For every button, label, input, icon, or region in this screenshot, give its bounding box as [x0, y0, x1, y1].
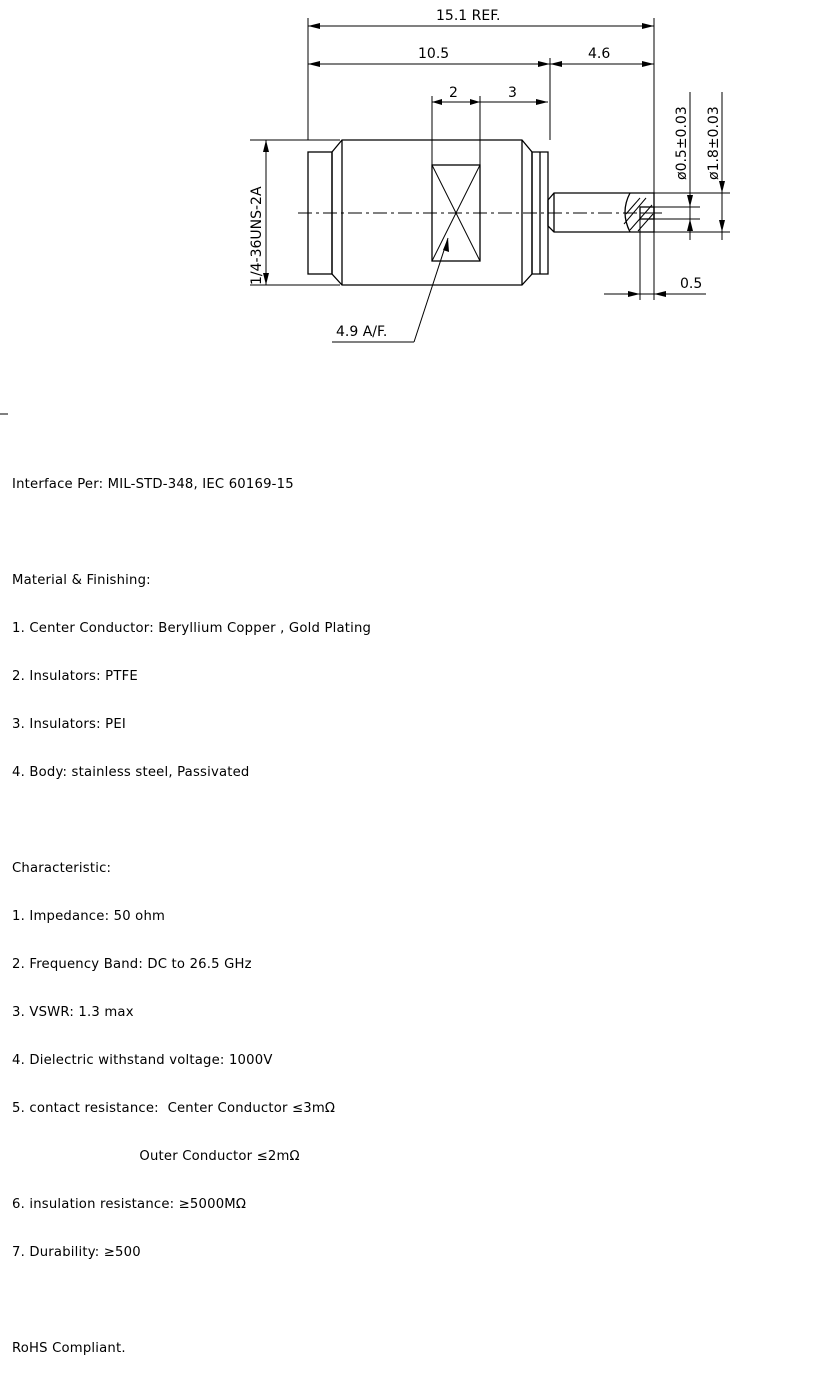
dim-thread-label: 1/4-36UNS-2A	[249, 186, 265, 285]
material-item: 2. Insulators: PTFE	[12, 669, 138, 684]
dimension-tip-length: 0.5	[604, 219, 706, 300]
dimension-thread: 1/4-36UNS-2A	[249, 139, 340, 286]
characteristic-item: 7. Durability: ≥500	[12, 1245, 141, 1260]
characteristic-item: 1. Impedance: 50 ohm	[12, 909, 166, 924]
dim-hex-size-label: 4.9 A/F.	[336, 324, 387, 340]
connector-body	[298, 139, 664, 286]
characteristic-item: Outer Conductor ≤2mΩ	[12, 1149, 300, 1164]
characteristic-item: 3. VSWR: 1.3 max	[12, 1005, 134, 1020]
dimension-outer-diameter: ø1.8±0.03	[654, 92, 730, 240]
dimension-hex-size: 4.9 A/F.	[332, 237, 449, 343]
dim-flat-offset-label: 2	[449, 85, 458, 101]
dimension-body-length: 10.5	[308, 46, 551, 140]
dim-pin-length-label: 4.6	[588, 46, 610, 62]
characteristic-item: 2. Frequency Band: DC to 26.5 GHz	[12, 957, 252, 972]
dimension-flat-width: 3	[480, 85, 548, 105]
material-item: 3. Insulators: PEI	[12, 717, 126, 732]
dim-flat-width-label: 3	[508, 85, 517, 101]
dimension-pin-diameter: ø0.5±0.03	[654, 92, 700, 240]
rohs-line: RoHS Compliant.	[12, 1341, 126, 1356]
material-title: Material & Finishing:	[12, 573, 151, 588]
connector-drawing: 15.1 REF. 10.5 4.6 2 3	[0, 8, 730, 415]
characteristic-item: 6. insulation resistance: ≥5000MΩ	[12, 1197, 247, 1212]
dim-tip-length-label: 0.5	[680, 276, 702, 292]
specification-text: Interface Per: MIL-STD-348, IEC 60169-15…	[12, 445, 812, 1373]
dimension-pin-length: 4.6	[550, 46, 654, 67]
characteristic-item: 5. contact resistance: Center Conductor …	[12, 1101, 336, 1116]
dimension-overall-length: 15.1 REF.	[307, 8, 655, 195]
interface-line: Interface Per: MIL-STD-348, IEC 60169-15	[12, 477, 294, 492]
dimension-flat-offset: 2	[431, 85, 481, 165]
characteristic-item: 4. Dielectric withstand voltage: 1000V	[12, 1053, 273, 1068]
characteristic-title: Characteristic:	[12, 861, 112, 876]
dim-body-length-label: 10.5	[418, 46, 449, 62]
dim-overall-length-label: 15.1 REF.	[436, 8, 500, 24]
material-item: 4. Body: stainless steel, Passivated	[12, 765, 250, 780]
dim-pin-diameter-label: ø0.5±0.03	[674, 106, 690, 180]
material-item: 1. Center Conductor: Beryllium Copper , …	[12, 621, 372, 636]
dim-outer-diameter-label: ø1.8±0.03	[706, 106, 722, 180]
